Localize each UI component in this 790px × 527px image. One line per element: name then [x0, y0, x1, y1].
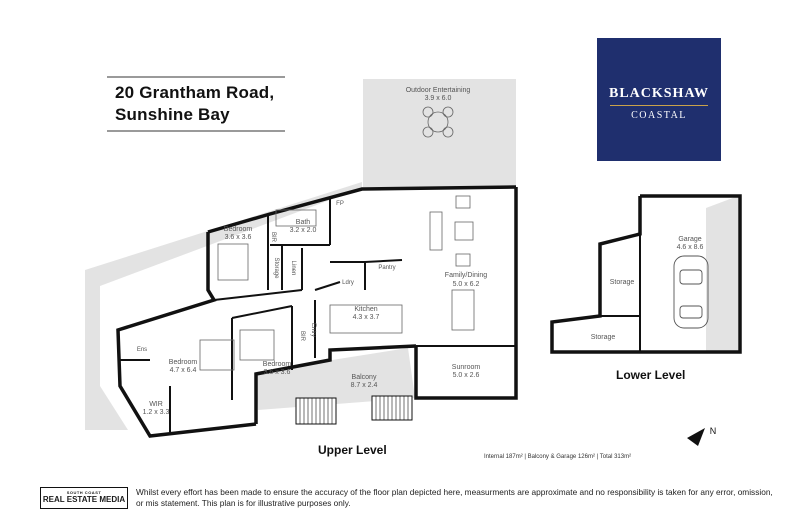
property-address: 20 Grantham Road, Sunshine Bay — [107, 76, 285, 132]
car-windshield — [679, 269, 703, 285]
outdoor-chair-2 — [442, 106, 454, 118]
outdoor-deck — [363, 79, 516, 187]
label-bedroom-main: Bedroom — [169, 359, 198, 366]
dims-sunroom: 5.0 x 2.6 — [453, 372, 480, 379]
address-line-2: Sunshine Bay — [115, 105, 230, 124]
bed-main — [199, 339, 235, 371]
brand-footer-top: SOUTH COAST — [66, 490, 102, 495]
dims-family: 5.0 x 6.2 — [453, 281, 480, 288]
upper-wall-southwest — [116, 232, 257, 438]
lower-outline — [550, 194, 742, 354]
label-bedroom-mid: Bedroom — [263, 361, 292, 368]
wall-bed-mid-north — [231, 305, 293, 319]
wall-pantry — [364, 259, 403, 263]
dims-bath: 3.2 x 2.0 — [290, 227, 317, 234]
label-entry: Entry — [310, 323, 316, 337]
upper-wall-north — [207, 185, 517, 234]
lower-level-title: Lower Level — [616, 368, 686, 382]
dims-wir: 1.2 x 3.3 — [143, 409, 170, 416]
label-bedroom-top: Bedroom — [224, 226, 253, 233]
compass-label: N — [710, 426, 717, 436]
label-bir-mid: BIR — [299, 331, 305, 342]
label-garage: Garage — [678, 236, 701, 243]
dims-balcony: 8.7 x 2.4 — [351, 382, 378, 389]
label-balcony: Balcony — [352, 374, 377, 381]
dims-bedroom-main: 4.7 x 6.4 — [170, 367, 197, 374]
car-rear — [679, 305, 703, 319]
outdoor-table — [427, 111, 449, 133]
upper-surround — [85, 182, 362, 430]
lower-driveway — [706, 196, 738, 352]
armchair-2 — [455, 253, 471, 267]
floor-plan: Outdoor Entertaining 3.9 x 6.0 Bedroom 3… — [85, 79, 742, 446]
label-kitchen: Kitchen — [354, 306, 377, 313]
kitchen-island — [329, 304, 403, 334]
area-summary: Internal 187m² | Balcony & Garage 126m² … — [484, 454, 632, 460]
label-fp: FP — [336, 201, 344, 207]
brand-footer-bottom: REAL ESTATE MEDIA — [42, 495, 126, 504]
label-storage: Storage — [273, 257, 279, 279]
dims-outdoor: 3.9 x 6.0 — [425, 95, 452, 102]
logo-sub: COASTAL — [631, 110, 687, 121]
armchair-1 — [455, 195, 471, 209]
dims-bedroom-top: 3.6 x 3.6 — [225, 234, 252, 241]
label-outdoor: Outdoor Entertaining — [406, 87, 471, 94]
balcony-area — [256, 348, 415, 410]
sofa — [429, 211, 443, 251]
logo-brand: BLACKSHAW — [608, 86, 710, 101]
bed-top — [217, 243, 249, 281]
address-line-1: 20 Grantham Road, — [115, 83, 275, 102]
bed-mid — [239, 329, 275, 361]
label-family: Family/Dining — [445, 272, 488, 279]
agency-logo: BLACKSHAW COASTAL — [597, 38, 721, 161]
label-linen: Linen — [290, 261, 296, 276]
dims-bedroom-mid: 3.6 x 3.6 — [264, 369, 291, 376]
upper-level-title: Upper Level — [318, 443, 387, 457]
upper-wall-south — [254, 344, 417, 424]
dining-table — [451, 289, 475, 331]
label-ens: Ens — [137, 347, 147, 353]
label-storage-lower-1: Storage — [610, 279, 635, 286]
logo-rule — [610, 105, 708, 106]
brand-footer-logo: SOUTH COAST REAL ESTATE MEDIA — [40, 487, 128, 509]
upper-wall-sunroom — [414, 345, 518, 400]
dims-kitchen: 4.3 x 3.7 — [353, 314, 380, 321]
label-wir: WIR — [149, 401, 163, 408]
car-body — [673, 255, 709, 329]
wall-corridor — [213, 289, 303, 301]
disclaimer-text: Whilst every effort has been made to ens… — [136, 487, 773, 508]
label-ldry: Ldry — [342, 280, 354, 286]
north-arrow-icon — [687, 428, 705, 446]
label-bath: Bath — [296, 219, 311, 226]
wall-kitchen-north — [314, 281, 341, 291]
coffee-table — [454, 221, 474, 241]
outdoor-chair-1 — [422, 106, 434, 118]
label-storage-lower-2: Storage — [591, 334, 616, 341]
outdoor-chair-3 — [422, 126, 434, 138]
label-sunroom: Sunroom — [452, 364, 481, 371]
label-pantry: Pantry — [378, 265, 395, 271]
outdoor-chair-4 — [442, 126, 454, 138]
label-bir-top: BIR — [270, 232, 276, 243]
dims-garage: 4.6 x 8.6 — [677, 244, 704, 251]
bathtub — [275, 209, 317, 227]
